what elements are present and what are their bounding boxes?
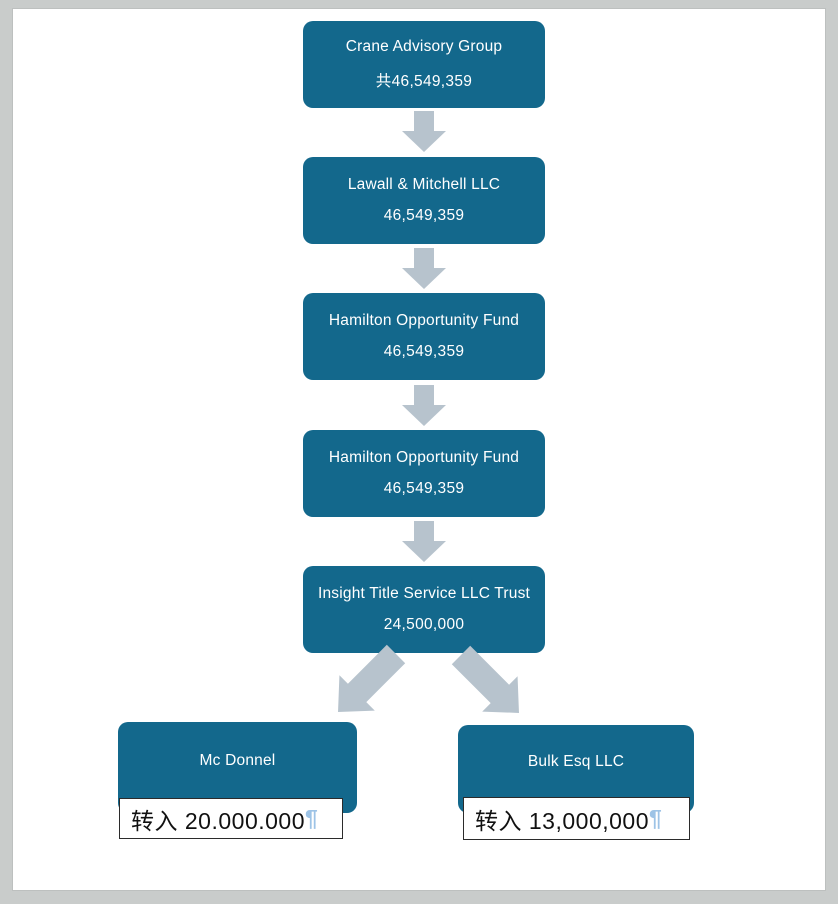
down-arrow-icon xyxy=(402,385,446,426)
node-name: Lawall & Mitchell LLC xyxy=(347,176,501,193)
flow-node-lawall-mitchell: Lawall & Mitchell LLC 46,549,359 xyxy=(303,157,545,244)
node-amount: 46,549,359 xyxy=(383,343,465,360)
flow-node-hamilton-opportunity-1: Hamilton Opportunity Fund 46,549,359 xyxy=(303,293,545,380)
flow-node-insight-title-service: Insight Title Service LLC Trust 24,500,0… xyxy=(303,566,545,653)
node-amount: 46,549,359 xyxy=(383,480,465,497)
node-amount: 46,549,359 xyxy=(383,207,465,224)
flow-node-crane-advisory-group: Crane Advisory Group 共46,549,359 xyxy=(303,21,545,108)
node-name: Insight Title Service LLC Trust xyxy=(317,585,531,602)
transfer-text: 转入 20.000.000 xyxy=(131,807,306,834)
node-name: Mc Donnel xyxy=(199,751,276,769)
transfer-text: 转入 13,000,000 xyxy=(475,807,650,834)
pilcrow-mark: ¶ xyxy=(305,805,319,831)
node-name: Bulk Esq LLC xyxy=(527,753,625,770)
flow-node-hamilton-opportunity-2: Hamilton Opportunity Fund 46,549,359 xyxy=(303,430,545,517)
document-page: Crane Advisory Group 共46,549,359 Lawall … xyxy=(12,8,826,891)
down-arrow-icon xyxy=(402,521,446,562)
node-amount: 24,500,000 xyxy=(383,616,465,633)
down-arrow-icon xyxy=(402,248,446,289)
node-amount: 共46,549,359 xyxy=(375,73,473,90)
transfer-label-bulk-esq: 转入 13,000,000¶ xyxy=(463,797,690,840)
flow-node-mc-donnel: Mc Donnel xyxy=(118,722,357,813)
node-name: Hamilton Opportunity Fund xyxy=(328,449,520,466)
node-name: Crane Advisory Group xyxy=(345,38,503,55)
pilcrow-mark: ¶ xyxy=(649,805,663,831)
transfer-label-mc-donnel: 转入 20.000.000¶ xyxy=(119,798,343,839)
node-name: Hamilton Opportunity Fund xyxy=(328,312,520,329)
down-arrow-icon xyxy=(402,111,446,152)
